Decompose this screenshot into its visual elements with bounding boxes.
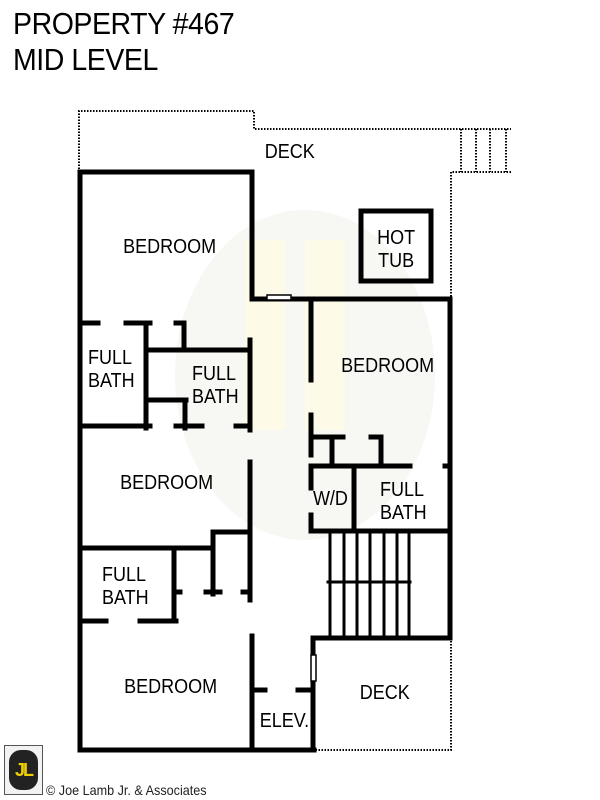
copyright-text: © Joe Lamb Jr. & Associates xyxy=(46,782,207,798)
company-logo: JL xyxy=(4,745,43,795)
room-bedroom-e: BEDROOM xyxy=(341,355,435,377)
room-hot-tub: HOT TUB xyxy=(377,227,416,272)
room-elevator: ELEV. xyxy=(259,710,310,732)
room-bedroom-w: BEDROOM xyxy=(120,472,214,494)
room-bedroom-sw: BEDROOM xyxy=(124,676,218,698)
deck-outline xyxy=(78,110,511,751)
room-deck-top: DECK xyxy=(264,141,315,163)
logo-mark: JL xyxy=(9,750,38,790)
room-full-bath-e: FULL BATH xyxy=(380,479,427,524)
room-bedroom-nw: BEDROOM xyxy=(123,236,217,258)
room-full-bath-sw: FULL BATH xyxy=(102,564,149,609)
room-full-bath-mid: FULL BATH xyxy=(192,363,239,408)
room-washer-dryer: W/D xyxy=(312,488,348,510)
property-title: PROPERTY #467 xyxy=(13,6,235,41)
room-deck-bottom: DECK xyxy=(359,682,410,704)
door xyxy=(310,654,317,682)
window xyxy=(266,294,292,301)
room-full-bath-w: FULL BATH xyxy=(88,347,135,392)
level-subtitle: MID LEVEL xyxy=(13,42,158,77)
walls xyxy=(77,169,453,753)
